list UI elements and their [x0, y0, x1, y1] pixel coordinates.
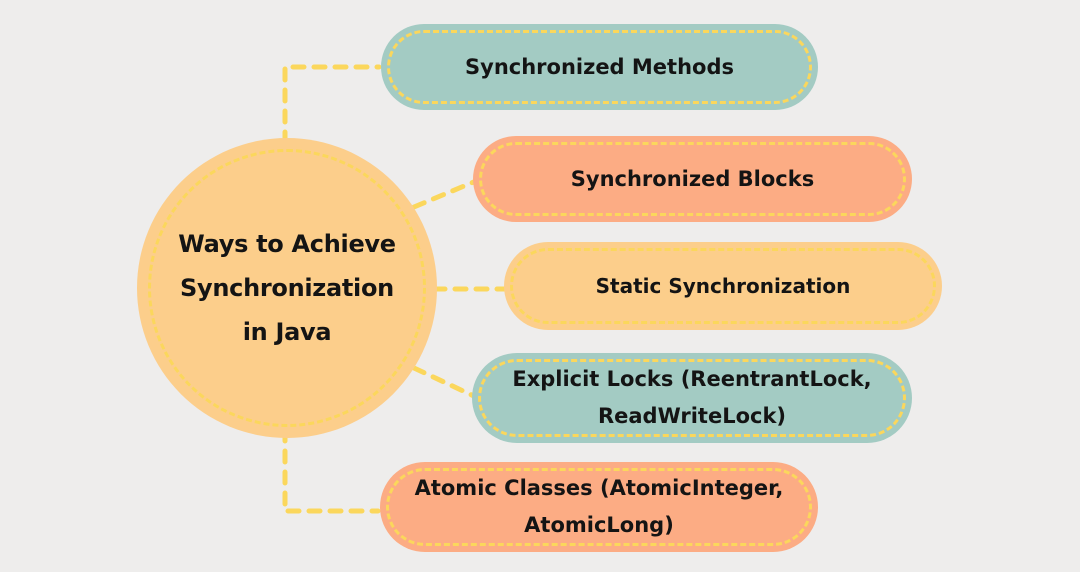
node-explicit-locks: Explicit Locks (ReentrantLock, ReadWrite… [472, 353, 912, 443]
center-node: Ways to Achieve Synchronization in Java [137, 138, 437, 438]
node-synchronized-methods: Synchronized Methods [381, 24, 818, 110]
node-synchronized-blocks: Synchronized Blocks [473, 136, 912, 222]
node-atomic-classes: Atomic Classes (AtomicInteger, AtomicLon… [380, 462, 818, 552]
node-static-synchronization: Static Synchronization [504, 242, 942, 330]
connector-explicit-locks [411, 365, 479, 400]
node-label: Synchronized Blocks [570, 166, 815, 191]
node-label: Static Synchronization [595, 273, 851, 298]
node-label: Synchronized Methods [465, 54, 734, 79]
connector-synchronized-methods [282, 64, 382, 146]
node-label: Atomic Classes (AtomicInteger, AtomicLon… [414, 476, 784, 537]
node-label: Explicit Locks (ReentrantLock, ReadWrite… [512, 367, 872, 428]
center-node-label: Ways to Achieve Synchronization in Java [178, 230, 396, 346]
connector-synchronized-blocks [411, 178, 479, 210]
connector-atomic-classes [282, 427, 381, 514]
